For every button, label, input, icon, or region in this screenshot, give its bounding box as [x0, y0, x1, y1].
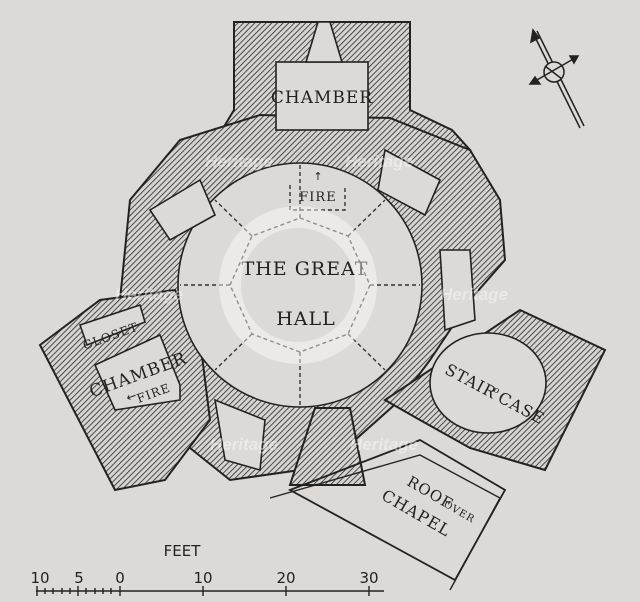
watermark: Heritage Heritage Heritage Heritage Heri… [115, 152, 508, 454]
fire-west-arrow-icon: ← [124, 388, 138, 405]
svg-text:10: 10 [30, 569, 49, 587]
svg-text:Heritage: Heritage [350, 435, 418, 454]
scale-unit-label: FEET [164, 542, 202, 560]
staircase-room [429, 332, 547, 434]
svg-text:Heritage: Heritage [115, 285, 183, 304]
svg-text:Heritage: Heritage [440, 285, 508, 304]
compass-rose-icon [528, 28, 585, 129]
great-hall-label-line1: THE GREAT [242, 258, 369, 280]
chapel-roof-outline [287, 439, 507, 582]
hall-bays [180, 165, 420, 405]
svg-text:5: 5 [74, 569, 84, 587]
scale-bar: FEET 10 5 0 10 20 30 [30, 542, 384, 596]
chamber-north-label: CHAMBER [271, 88, 373, 108]
svg-text:Heritage: Heritage [210, 435, 278, 454]
svg-text:30: 30 [359, 569, 378, 587]
fire-north-label: FIRE [299, 190, 336, 205]
svg-text:Heritage: Heritage [205, 152, 273, 171]
svg-text:0: 0 [115, 569, 125, 587]
chamber-west-room [93, 333, 181, 411]
svg-text:20: 20 [276, 569, 295, 587]
svg-text:o: o [492, 385, 502, 397]
svg-text:Heritage: Heritage [345, 152, 413, 171]
closet-room [78, 303, 146, 347]
great-hall-label-line2: HALL [276, 308, 336, 330]
chamber-north-room [275, 61, 369, 131]
chapel-label: ROOF OVER CHAPEL [378, 472, 476, 540]
svg-text:10: 10 [193, 569, 212, 587]
fire-arrow-icon: ↑ [313, 170, 322, 183]
